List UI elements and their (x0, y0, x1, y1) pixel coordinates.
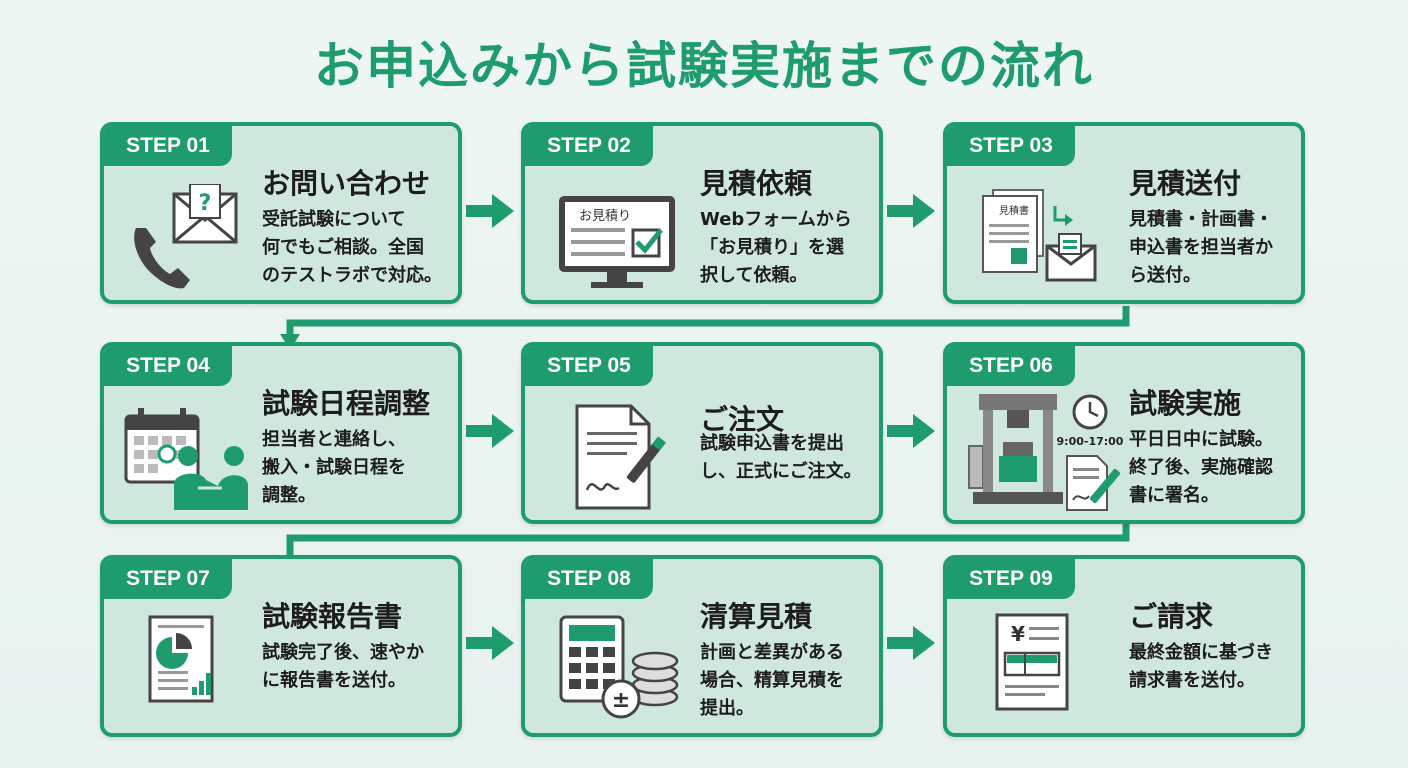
step-description: 試験完了後、速やか に報告書を送付。 (262, 642, 424, 691)
step-description: 最終金額に基づき 請求書を送付。 (1129, 642, 1273, 691)
document-pen-icon (575, 404, 666, 510)
step-title: 見積依頼 (700, 167, 813, 200)
step-badge: STEP 06 (947, 346, 1075, 386)
step-description: 平日日中に試験。 終了後、実施確認 書に署名。 (1129, 429, 1273, 506)
step-title: 試験日程調整 (262, 387, 431, 420)
svg-text:?: ? (199, 191, 212, 216)
step-description: 計画と差異がある 場合、精算見積を 提出。 (700, 642, 844, 719)
machine-clock-icon: 9:00-17:00 (968, 394, 1124, 511)
invoice-icon: ¥ (995, 613, 1069, 711)
step-badge: STEP 08 (525, 559, 653, 599)
svg-text:±: ± (612, 688, 630, 713)
step-card-08: STEP 08 清算見積 計画と差異がある 場合、精算見積を 提出。 ± (521, 555, 883, 737)
step-badge: STEP 03 (947, 126, 1075, 166)
step-card-04: STEP 04 試験日程調整 担当者と連絡し、 搬入・試験日程を 調整。 (100, 342, 462, 524)
step-description: 試験申込書を提出 し、正式にご注文。 (700, 433, 862, 482)
time-range-label: 9:00-17:00 (1057, 435, 1124, 448)
step-description: Webフォームから 「お見積り」を選 択して依頼。 (700, 209, 852, 286)
step-card-05: STEP 05 ご注文 試験申込書を提出 し、正式にご注文。 (521, 342, 883, 524)
report-chart-icon (148, 615, 214, 703)
step-card-03: STEP 03 見積送付 見積書・計画書・ 申込書を担当者か ら送付。 見積書 (943, 122, 1305, 304)
step-badge: STEP 02 (525, 126, 653, 166)
step-card-02: STEP 02 見積依頼 Webフォームから 「お見積り」を選 択して依頼。 お… (521, 122, 883, 304)
arrow-right-icon (887, 194, 935, 228)
step-title: 清算見積 (700, 600, 813, 633)
calendar-handshake-icon (124, 408, 248, 510)
step-description: 見積書・計画書・ 申込書を担当者か ら送付。 (1129, 209, 1273, 286)
document-label: 見積書 (999, 204, 1029, 217)
monitor-form-icon: お見積り (559, 196, 675, 288)
step-badge: STEP 09 (947, 559, 1075, 599)
arrow-right-icon (887, 626, 935, 660)
step-title: ご注文 (700, 403, 785, 436)
step-card-09: STEP 09 ご請求 最終金額に基づき 請求書を送付。 ¥ (943, 555, 1305, 737)
step-card-01: STEP 01 お問い合わせ 受託試験について 何でもご相談。全国 のテストラボ… (100, 122, 462, 304)
step-title: 見積送付 (1129, 167, 1242, 200)
arrow-right-icon (466, 626, 514, 660)
phone-mail-icon: ? (134, 184, 238, 289)
step-description: 担当者と連絡し、 搬入・試験日程を 調整。 (262, 429, 406, 506)
step-title: 試験実施 (1129, 387, 1242, 420)
step-description: 受託試験について 何でもご相談。全国 のテストラボで対応。 (262, 209, 442, 286)
row-wrap-connector (286, 520, 1130, 562)
step-badge: STEP 04 (104, 346, 232, 386)
monitor-form-label: お見積り (579, 209, 631, 224)
arrow-right-icon (887, 414, 935, 448)
arrow-right-icon (466, 194, 514, 228)
row-wrap-connector (286, 306, 1130, 338)
step-badge: STEP 01 (104, 126, 232, 166)
step-title: 試験報告書 (262, 600, 403, 633)
step-title: ご請求 (1129, 600, 1214, 633)
step-card-06: STEP 06 試験実施 平日日中に試験。 終了後、実施確認 書に署名。 9:0… (943, 342, 1305, 524)
step-title: お問い合わせ (262, 167, 431, 200)
documents-mail-icon: 見積書 (982, 189, 1097, 282)
step-card-07: STEP 07 試験報告書 試験完了後、速やか に報告書を送付。 (100, 555, 462, 737)
calculator-coins-icon: ± (559, 615, 679, 719)
arrow-right-icon (466, 414, 514, 448)
step-badge: STEP 05 (525, 346, 653, 386)
yen-symbol: ¥ (1011, 622, 1025, 646)
page-title: お申込みから試験実施までの流れ (314, 37, 1094, 95)
step-badge: STEP 07 (104, 559, 232, 599)
